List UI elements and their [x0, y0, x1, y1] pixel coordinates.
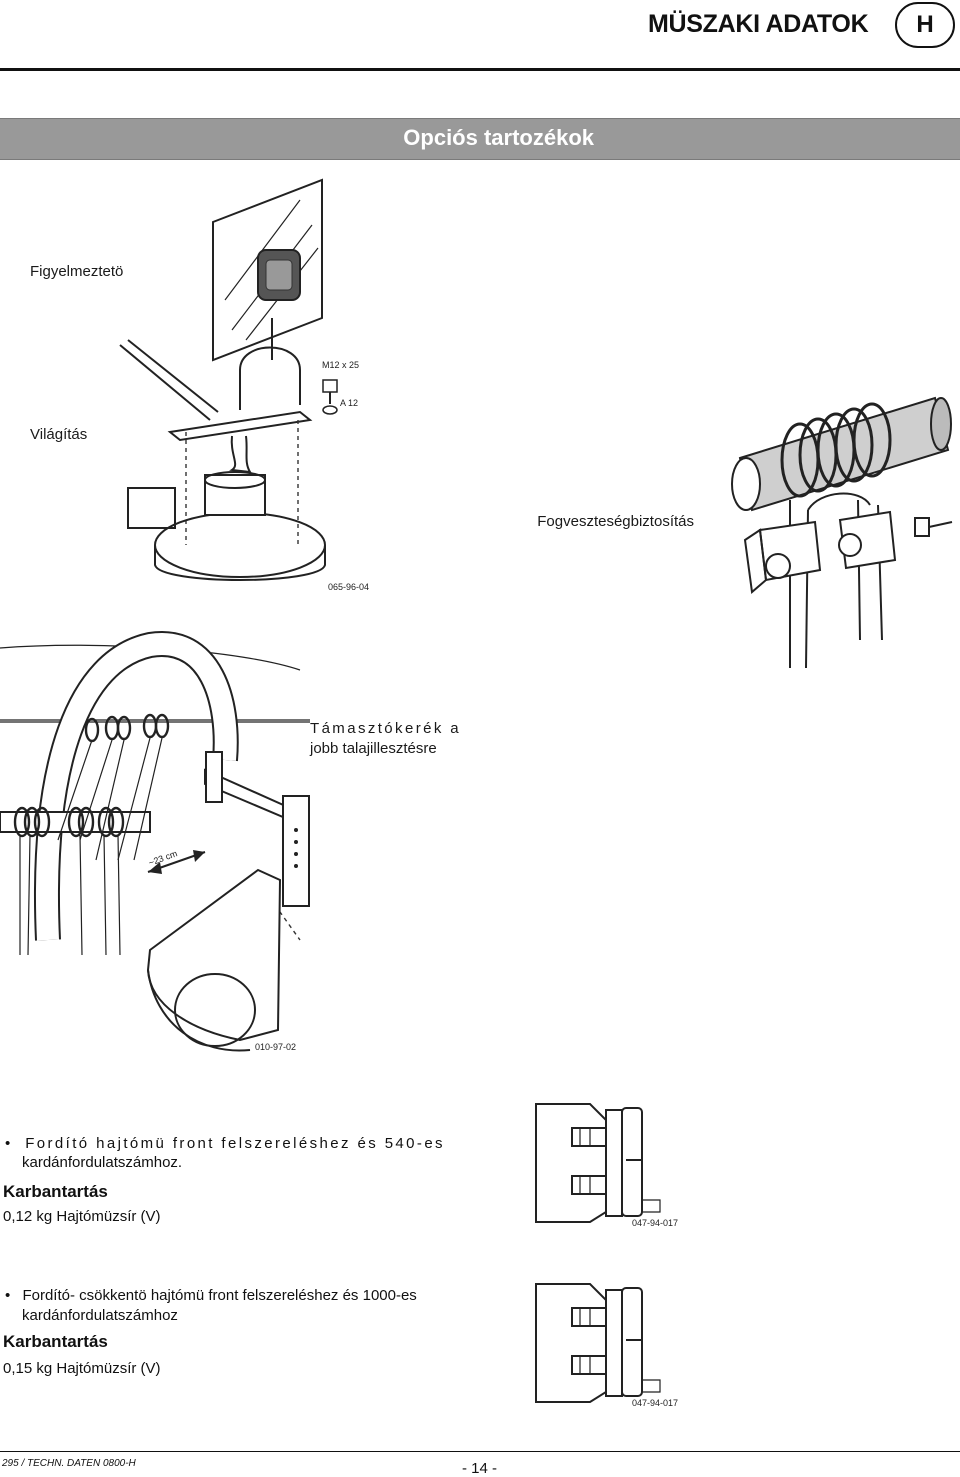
label-tine-protection: Fogveszteségbiztosítás — [537, 513, 694, 530]
section2-fig-ref: 047-94-017 — [632, 1398, 678, 1408]
section2-bullet-line: • Fordító- csökkentö hajtómü front felsz… — [5, 1286, 505, 1305]
section2-line1: Fordító- csökkentö hajtómü front felszer… — [22, 1287, 417, 1304]
section2-line2: kardánfordulatszámhoz — [22, 1307, 178, 1324]
header-rule — [0, 68, 960, 71]
section1-detail: 0,12 kg Hajtómüzsír (V) — [3, 1208, 161, 1225]
section2-heading: Karbantartás — [3, 1332, 108, 1351]
section1-line2: kardánfordulatszámhoz. — [22, 1154, 183, 1171]
figure1-ref: 065-96-04 — [328, 582, 369, 592]
label-support-wheel-1: Támasztókerék a — [310, 720, 462, 737]
section1-line1: Fordító hajtómü front felszereléshez és … — [25, 1135, 445, 1152]
section1-bullet-line: • Fordító hajtómü front felszereléshez é… — [5, 1134, 495, 1153]
label-support-wheel-2: jobb talajillesztésre — [310, 740, 437, 757]
section1-heading: Karbantartás — [3, 1182, 108, 1201]
callout-bolt: M12 x 25 — [322, 360, 359, 370]
footer-rule — [0, 1451, 960, 1452]
callout-washer: A 12 — [340, 398, 358, 408]
language-badge: H — [895, 2, 955, 48]
section-banner: Opciós tartozékok — [0, 118, 960, 160]
figure3-ref: 010-97-02 — [255, 1042, 296, 1052]
footer-page-number: - 14 - — [462, 1460, 498, 1477]
label-warning: Figyelmeztetö — [30, 263, 124, 280]
footer-doc-code: 295 / TECHN. DATEN 0800-H — [2, 1458, 136, 1469]
section1-fig-ref: 047-94-017 — [632, 1218, 678, 1228]
section2-detail: 0,15 kg Hajtómüzsír (V) — [3, 1360, 161, 1377]
section1-bullet: • — [5, 1135, 13, 1152]
banner-title: Opciós tartozékok — [403, 125, 594, 150]
section2-bullet: • — [5, 1287, 11, 1304]
page-header-title: MÜSZAKI ADATOK — [648, 10, 869, 38]
label-lighting: Világítás — [30, 426, 88, 443]
